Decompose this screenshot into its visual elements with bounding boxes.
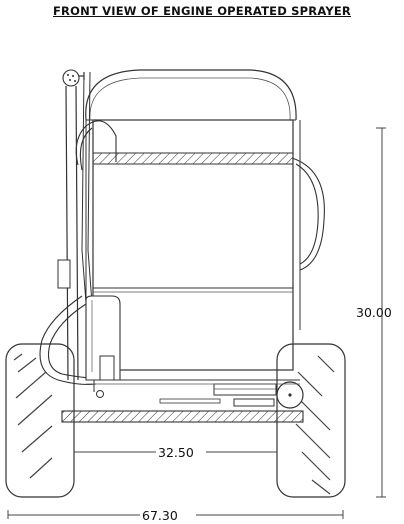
base-platform bbox=[61, 379, 304, 423]
overall-width-dimension-label: 67.30 bbox=[142, 508, 178, 523]
left-wheel bbox=[5, 343, 75, 498]
tank-strap-band bbox=[92, 152, 294, 165]
pump-flywheel bbox=[276, 381, 304, 409]
spray-tank bbox=[85, 69, 301, 371]
height-dimension-label: 30.00 bbox=[356, 305, 392, 320]
overall-width-dimension bbox=[7, 510, 344, 519]
engine-unit bbox=[57, 259, 121, 398]
height-dimension bbox=[376, 127, 386, 498]
spray-lance bbox=[62, 69, 95, 381]
drawing-title: FRONT VIEW OF ENGINE OPERATED SPRAYER bbox=[53, 4, 351, 18]
pump-cylinder bbox=[159, 383, 277, 407]
inner-width-dimension-label: 32.50 bbox=[158, 445, 194, 460]
